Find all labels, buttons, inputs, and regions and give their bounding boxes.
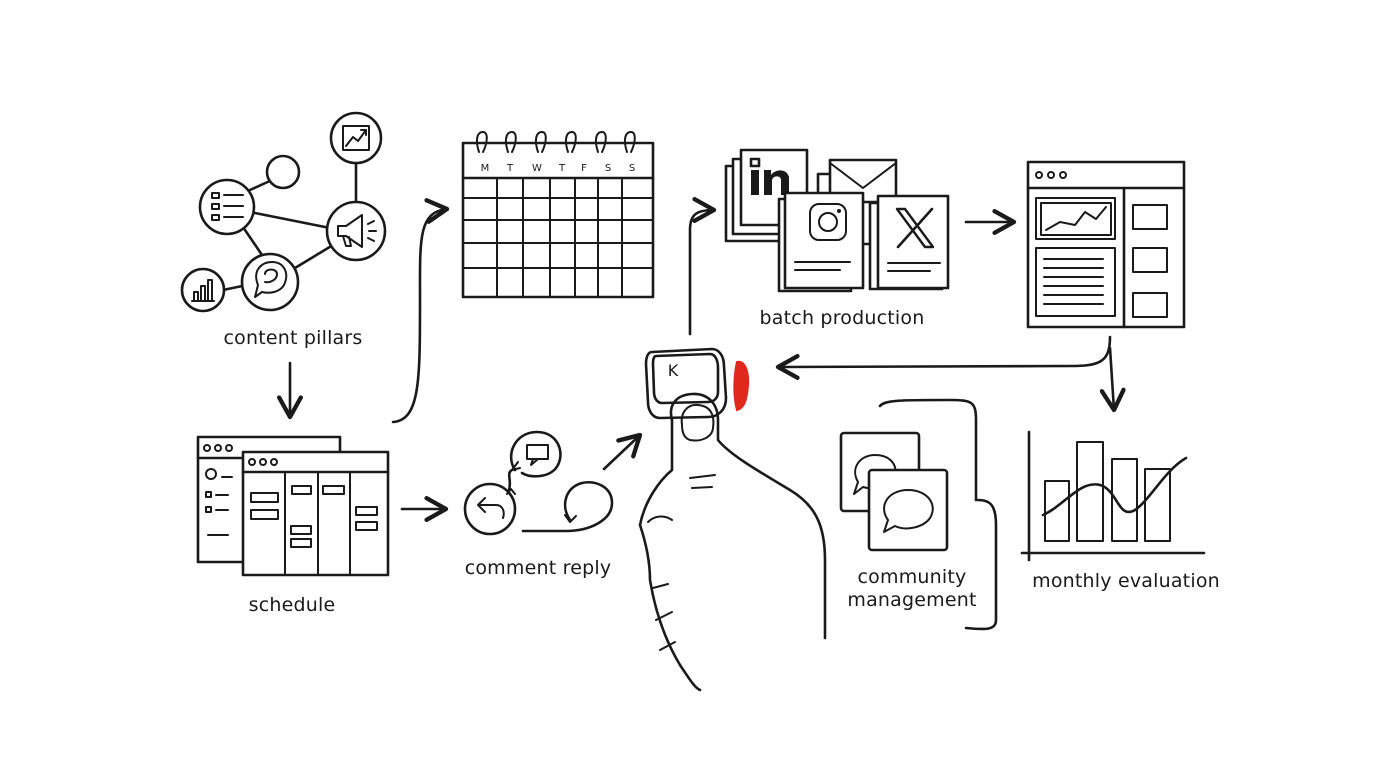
calendar-day-labels: M T W T F S S [481, 163, 636, 174]
content-pillars-label: content pillars [223, 327, 363, 349]
browser-dashboard-icon [1026, 160, 1186, 329]
instagram-icon [777, 191, 865, 293]
hand-pressing-key-icon: K [638, 347, 827, 692]
community-management-label: community management [847, 566, 977, 611]
calendar-day: F [581, 163, 587, 174]
calendar-day: S [629, 163, 635, 174]
calendar-grid [462, 177, 654, 298]
arrow-reply-to-key [602, 432, 643, 471]
chat-person-icon [240, 252, 300, 312]
keycap-letter: K [668, 361, 679, 380]
speech-bubble-icon [509, 430, 562, 478]
comment-reply-label: comment reply [464, 557, 612, 579]
comment-reply-loop [463, 430, 614, 536]
linkedin-icon [724, 148, 809, 243]
monthly-evaluation-label: monthly evaluation [1032, 570, 1220, 592]
calendar-day: T [506, 163, 514, 174]
reply-icon [463, 482, 517, 536]
circle-node-icon [265, 154, 301, 190]
calendar-day: M [481, 163, 490, 174]
content-pillars-network [180, 111, 387, 313]
schedule-label: schedule [248, 594, 336, 616]
calendar-day: W [532, 163, 542, 174]
batch-production-label: batch production [759, 307, 925, 329]
megaphone-icon [325, 200, 387, 262]
chat-bubble-icon [867, 468, 949, 552]
key-press-accent [733, 360, 750, 412]
list-icon [198, 178, 256, 236]
calendar-day: T [558, 163, 566, 174]
arrow-key-to-batch [688, 197, 717, 336]
x-icon [868, 194, 950, 291]
arrow-dashboard-to-evaluation [1099, 346, 1126, 413]
calendar-day: S [605, 163, 611, 174]
bar-chart-icon [180, 267, 226, 313]
arrow-schedule-to-calendar [391, 198, 450, 424]
bar-line-chart-icon [1020, 430, 1206, 562]
keycap: K [644, 347, 728, 420]
community-cards [839, 398, 998, 631]
batch-production-cards [724, 148, 950, 293]
calendar-rings [475, 131, 636, 153]
calendar-icon: M T W T F S S [461, 131, 655, 299]
kanban-window-icon [196, 435, 390, 577]
chart-icon [329, 111, 383, 165]
arrow-dashboard-to-key [775, 335, 1112, 380]
